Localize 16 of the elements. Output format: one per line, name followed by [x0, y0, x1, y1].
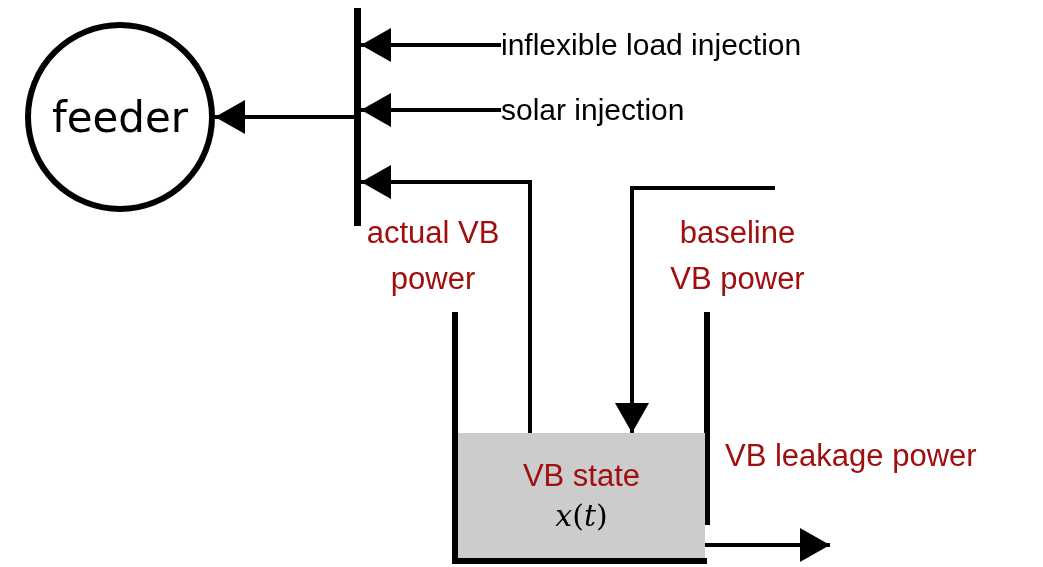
injection-label: inflexible load injection — [501, 27, 802, 63]
state-formula: x(t) — [555, 496, 608, 535]
storage-level-fill — [458, 433, 705, 558]
arrow — [705, 528, 830, 562]
edge-label: VB leakage power — [725, 437, 977, 475]
arrow — [361, 28, 501, 62]
edge-label: baseline VB power — [669, 214, 806, 298]
feeder-circle: feeder — [25, 22, 215, 212]
bus-bar — [354, 8, 361, 226]
arrow — [361, 165, 532, 433]
arrow — [615, 186, 775, 433]
state-label: VB state — [522, 456, 641, 495]
injection-label: solar injection — [501, 92, 685, 128]
arrow — [361, 93, 501, 127]
edge-label: actual VB power — [365, 214, 501, 298]
arrow — [215, 100, 354, 134]
